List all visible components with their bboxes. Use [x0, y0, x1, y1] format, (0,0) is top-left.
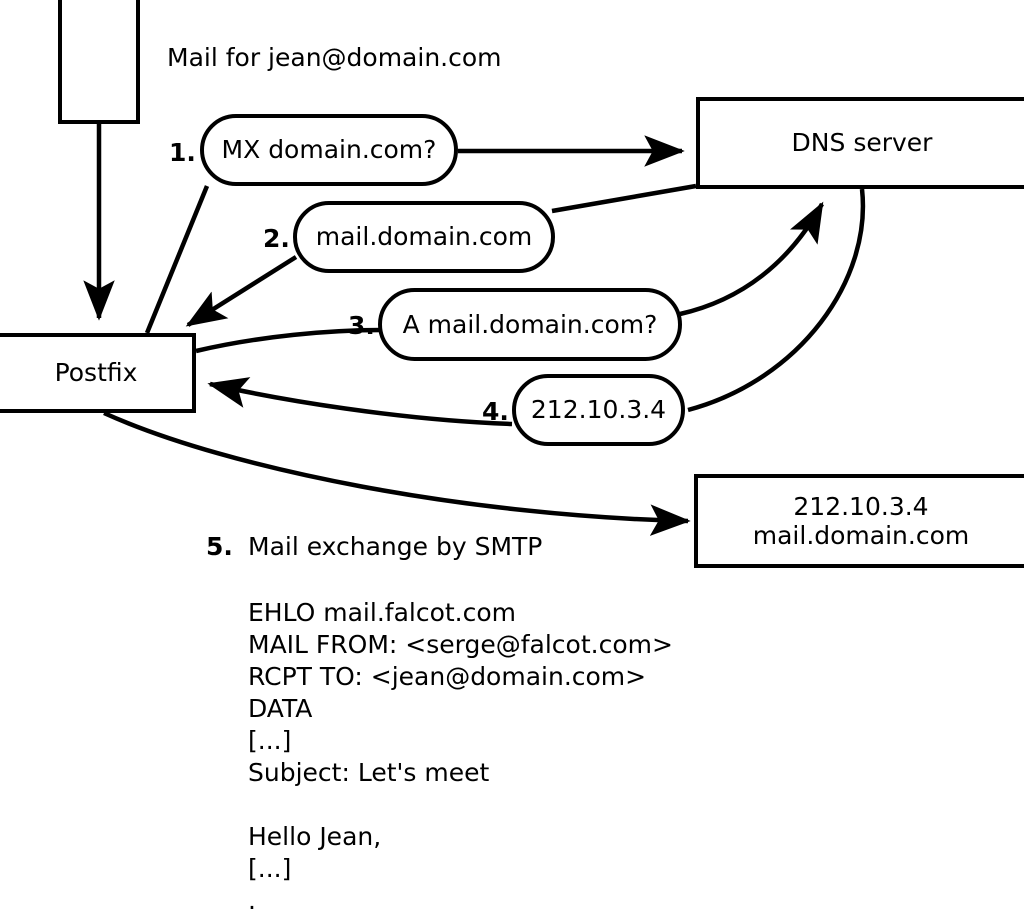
step-2-message-label: mail.domain.com: [315, 222, 533, 252]
step-2-number: 2.: [263, 224, 290, 253]
mail-for-label: Mail for jean@domain.com: [167, 43, 502, 72]
target-mail-server-node: 212.10.3.4 mail.domain.com: [694, 474, 1024, 568]
mailbox-node: [58, 0, 140, 124]
connector-postfix-to-step1: [144, 185, 210, 334]
step-4-message-node: 212.10.3.4: [512, 374, 685, 446]
step-3-number: 3.: [348, 311, 375, 340]
connector-postfix-to-target: [103, 410, 691, 536]
step-4-message-label: 212.10.3.4: [530, 395, 667, 425]
step-1-message-node: MX domain.com?: [200, 114, 458, 186]
dns-server-node: DNS server: [696, 97, 1024, 189]
dns-server-label: DNS server: [791, 128, 933, 158]
step-5-number: 5.: [206, 532, 233, 561]
step-2-message-node: mail.domain.com: [293, 201, 555, 273]
step-3-message-label: A mail.domain.com?: [402, 309, 658, 339]
connector-dns-to-step2: [551, 183, 697, 214]
connector-step3-to-dns: [679, 201, 824, 317]
step-1-number: 1.: [169, 138, 196, 167]
step-4-number: 4.: [482, 397, 509, 426]
connector-step4-to-postfix: [207, 377, 513, 427]
connector-postfix-to-step3: [195, 327, 383, 354]
connector-dns-to-step4: [687, 188, 866, 413]
postfix-node: Postfix: [0, 333, 196, 413]
smtp-transcript: EHLO mail.falcot.com MAIL FROM: <serge@f…: [248, 598, 673, 915]
step-3-message-node: A mail.domain.com?: [378, 288, 682, 361]
step-5-label: Mail exchange by SMTP: [248, 532, 543, 561]
connector-step2-to-postfix: [185, 255, 298, 327]
step-1-message-label: MX domain.com?: [221, 135, 437, 165]
postfix-label: Postfix: [54, 358, 138, 388]
target-mail-server-label: 212.10.3.4 mail.domain.com: [752, 491, 970, 551]
